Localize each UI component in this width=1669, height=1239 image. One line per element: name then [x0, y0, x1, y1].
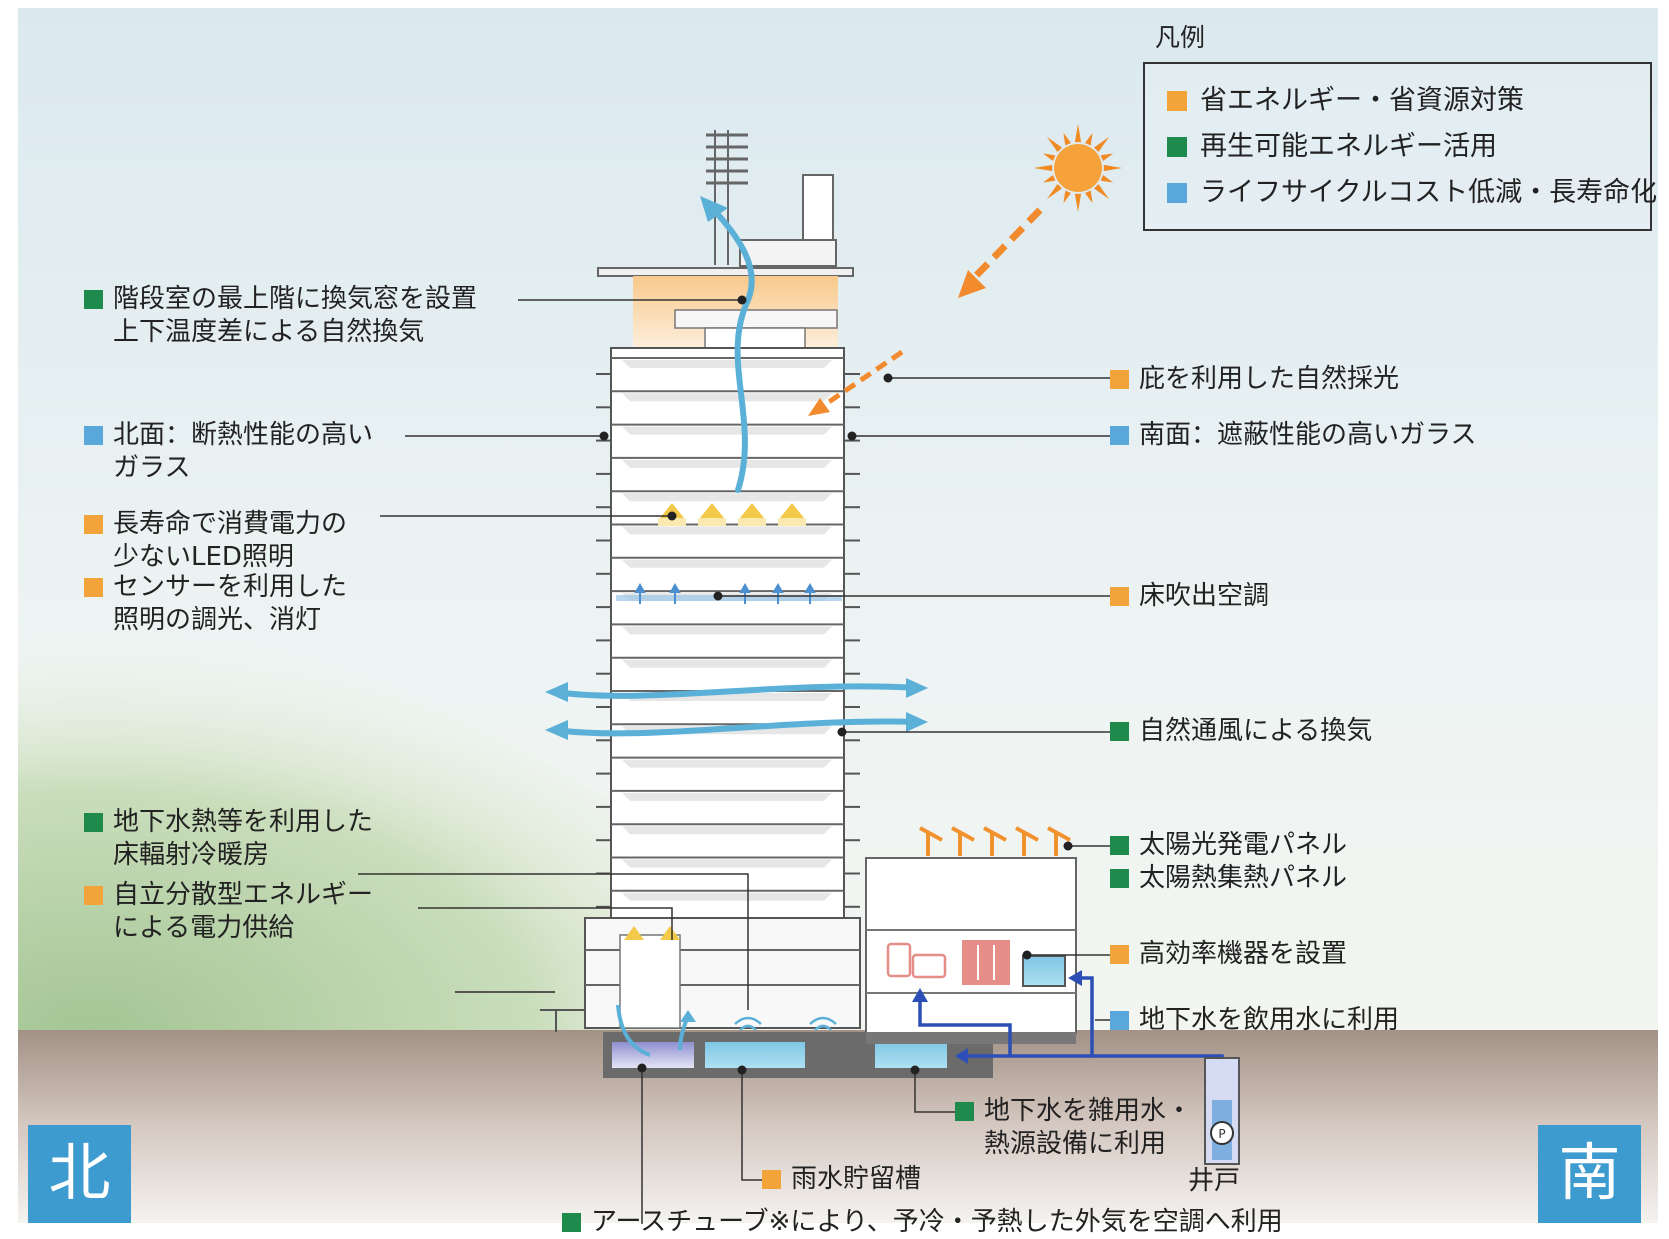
green-square-icon	[562, 1213, 581, 1232]
label-line: アースチューブ※により、予冷・予熱した外気を空調へ利用	[562, 1206, 1283, 1239]
label-line: 雨水貯留槽	[762, 1163, 921, 1196]
legend-box: 省エネルギー・省資源対策 再生可能エネルギー活用 ライフサイクルコスト低減・長寿…	[1143, 62, 1657, 231]
label-line: 太陽熱集熱パネル	[1110, 862, 1347, 895]
label-line: 自立分散型エネルギー	[84, 879, 373, 912]
label-line: 庇を利用した自然採光	[1110, 363, 1399, 396]
label-rainwater: 雨水貯留槽	[762, 1163, 921, 1196]
blue-square-icon	[1110, 426, 1129, 445]
orange-square-icon	[84, 886, 103, 905]
label-line: 自然通風による換気	[1110, 715, 1372, 748]
orange-square-icon	[1167, 91, 1187, 111]
label-stair-vent: 階段室の最上階に換気窓を設置上下温度差による自然換気	[84, 283, 477, 349]
legend-item-energy-saving: 省エネルギー・省資源対策	[1167, 78, 1524, 117]
label-ground-heat: 地下水熱等を利用した床輻射冷暖房	[84, 806, 373, 872]
label-line: による電力供給	[113, 913, 295, 943]
green-square-icon	[84, 290, 103, 309]
legend-item-label: 再生可能エネルギー活用	[1200, 131, 1497, 162]
legend-item-renewable: 再生可能エネルギー活用	[1167, 124, 1497, 163]
label-line: ガラス	[113, 453, 191, 483]
green-square-icon	[1110, 836, 1129, 855]
blue-square-icon	[84, 426, 103, 445]
green-square-icon	[84, 813, 103, 832]
label-solar-thermal: 太陽熱集熱パネル	[1110, 862, 1347, 895]
label-led: 長寿命で消費電力の少ないLED照明	[84, 508, 347, 574]
label-solar-pv: 太陽光発電パネル	[1110, 829, 1347, 862]
label-line: 南面：遮蔽性能の高いガラス	[1110, 419, 1476, 452]
label-distributed: 自立分散型エネルギーによる電力供給	[84, 879, 373, 945]
label-line: 階段室の最上階に換気窓を設置	[84, 283, 477, 316]
label-line: 北面：断熱性能の高い	[84, 419, 373, 452]
north-badge: 北	[28, 1125, 131, 1223]
label-line: 上下温度差による自然換気	[113, 317, 425, 347]
green-square-icon	[1110, 869, 1129, 888]
label-line: センサーを利用した	[84, 571, 347, 604]
green-square-icon	[1167, 137, 1187, 157]
label-line: 高効率機器を設置	[1110, 938, 1347, 971]
label-line: 照明の調光、消灯	[113, 605, 322, 635]
blue-square-icon	[1110, 1011, 1129, 1030]
label-floor-ac: 床吹出空調	[1110, 580, 1269, 613]
label-line: 床輻射冷暖房	[113, 840, 270, 870]
orange-square-icon	[762, 1170, 781, 1189]
orange-square-icon	[1110, 587, 1129, 606]
label-sensor: センサーを利用した照明の調光、消灯	[84, 571, 347, 637]
orange-square-icon	[1110, 945, 1129, 964]
legend-title: 凡例	[1155, 23, 1206, 52]
legend-item-label: 省エネルギー・省資源対策	[1200, 85, 1524, 116]
label-line: 井戸	[1188, 1166, 1241, 1196]
south-badge: 南	[1538, 1125, 1641, 1223]
label-groundwater-misc: 地下水を雑用水・熱源設備に利用	[955, 1095, 1192, 1161]
label-line: 少ないLED照明	[113, 542, 294, 572]
label-daylight: 庇を利用した自然採光	[1110, 363, 1399, 396]
label-line: 熱源設備に利用	[984, 1129, 1167, 1159]
label-line: 地下水を飲用水に利用	[1110, 1004, 1399, 1037]
svg-text:P: P	[1218, 1127, 1225, 1141]
green-square-icon	[955, 1102, 974, 1121]
orange-square-icon	[84, 515, 103, 534]
label-line: 地下水熱等を利用した	[84, 806, 373, 839]
green-square-icon	[1110, 722, 1129, 741]
orange-square-icon	[84, 578, 103, 597]
label-line: 地下水を雑用水・	[955, 1095, 1192, 1128]
blue-square-icon	[1167, 183, 1187, 203]
label-line: 長寿命で消費電力の	[84, 508, 347, 541]
label-groundwater-drinking: 地下水を飲用水に利用	[1110, 1004, 1399, 1037]
legend-item-lifecycle: ライフサイクルコスト低減・長寿命化	[1167, 170, 1657, 209]
label-natural-vent: 自然通風による換気	[1110, 715, 1372, 748]
label-well: 井戸	[1188, 1165, 1240, 1198]
label-line: 太陽光発電パネル	[1110, 829, 1347, 862]
legend-item-label: ライフサイクルコスト低減・長寿命化	[1200, 177, 1658, 208]
label-north-glass: 北面：断熱性能の高いガラス	[84, 419, 373, 485]
label-earth-tube: アースチューブ※により、予冷・予熱した外気を空調へ利用	[562, 1206, 1283, 1239]
orange-square-icon	[1110, 370, 1129, 389]
label-south-glass: 南面：遮蔽性能の高いガラス	[1110, 419, 1476, 452]
label-line: 床吹出空調	[1110, 580, 1269, 613]
label-high-efficiency: 高効率機器を設置	[1110, 938, 1347, 971]
